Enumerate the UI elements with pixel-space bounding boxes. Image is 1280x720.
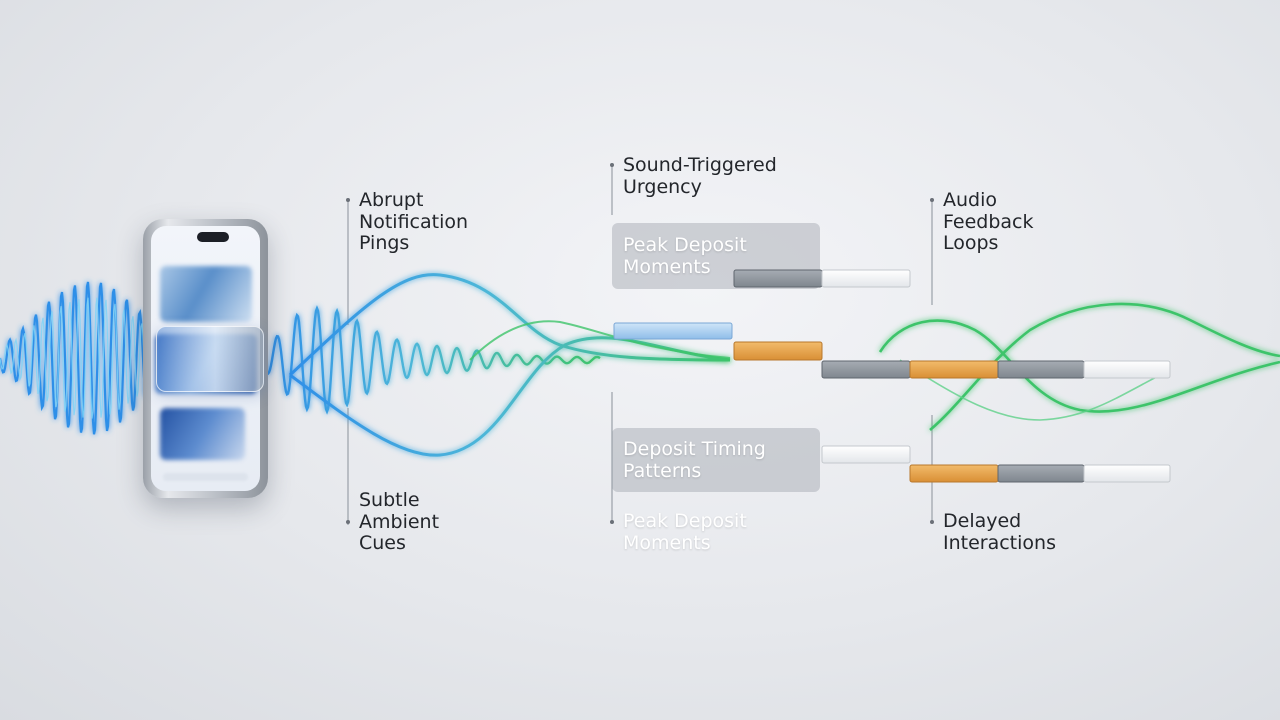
braid-loop-inner bbox=[469, 320, 731, 361]
bar-gray-mid-2 bbox=[997, 360, 1085, 379]
deposit-timing-panel bbox=[612, 428, 820, 492]
leader-dot-abrupt bbox=[346, 198, 350, 202]
leader-dot-sound-triggered bbox=[610, 163, 614, 167]
sound-wave-icon bbox=[0, 281, 162, 435]
transition-wave bbox=[260, 305, 601, 415]
sound-wave-highlight bbox=[0, 297, 161, 419]
bar-light-low bbox=[821, 445, 911, 464]
timeline-bars bbox=[613, 269, 1171, 483]
braid-loop-upper bbox=[288, 273, 731, 377]
feedback-loop-b bbox=[929, 302, 1280, 431]
phone-notch bbox=[197, 232, 229, 242]
feedback-loop-c bbox=[899, 359, 1171, 421]
bar-blue-start bbox=[613, 322, 733, 340]
bar-light-end bbox=[1083, 464, 1171, 483]
bar-orange-mid bbox=[909, 360, 999, 379]
leader-dots bbox=[346, 163, 934, 524]
app-tile-bottom bbox=[160, 408, 245, 460]
bar-light-top bbox=[821, 269, 911, 288]
bar-gray-top bbox=[733, 269, 823, 288]
bar-gray-mid-1 bbox=[821, 360, 911, 379]
app-tile-top bbox=[160, 266, 252, 322]
glass-lens bbox=[156, 326, 264, 392]
phone-tab-bar bbox=[163, 473, 248, 481]
leader-dot-subtle bbox=[346, 520, 350, 524]
feedback-loop-a bbox=[878, 319, 1280, 413]
bar-light-mid bbox=[1083, 360, 1171, 379]
bar-orange-center bbox=[733, 341, 823, 361]
leader-dot-delayed bbox=[930, 520, 934, 524]
bar-gray-low bbox=[997, 464, 1085, 483]
leader-dot-peak-bottom bbox=[610, 520, 614, 524]
leader-dot-audio-feedback bbox=[930, 198, 934, 202]
bar-orange-low bbox=[909, 464, 999, 483]
